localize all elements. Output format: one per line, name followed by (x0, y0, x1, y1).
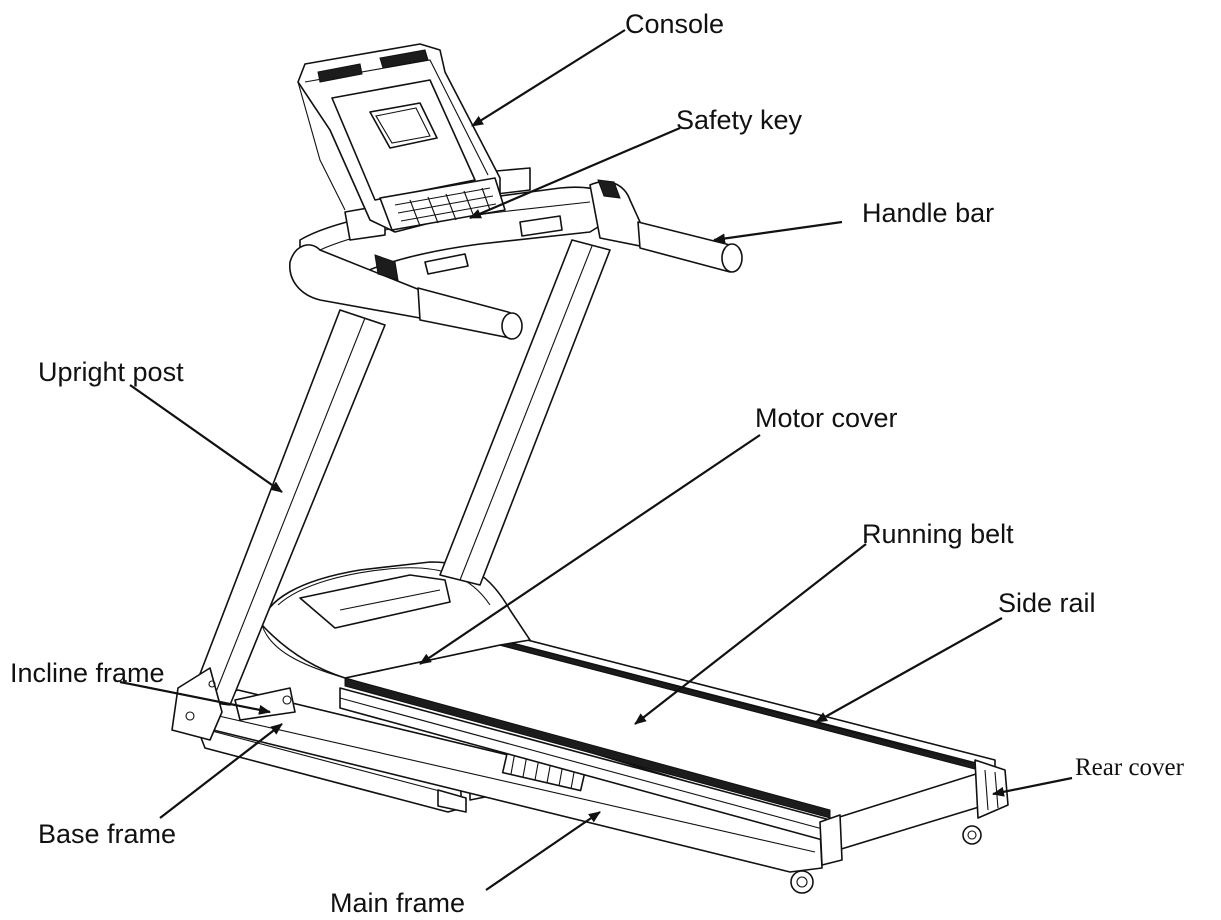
arrow-upright-post (129, 384, 283, 493)
incline-frame-part (171, 667, 296, 741)
console-part (297, 43, 506, 233)
label-rear-cover: Rear cover (1075, 754, 1185, 781)
arrow-running-belt (634, 543, 867, 725)
label-handle-bar: Handle bar (862, 198, 994, 228)
label-running-belt: Running belt (862, 519, 1014, 549)
label-console: Console (625, 9, 724, 39)
label-side-rail: Side rail (998, 588, 1096, 618)
part-labels: Console Safety key Handle bar Upright po… (10, 9, 1185, 918)
label-safety-key: Safety key (676, 105, 803, 135)
arrow-side-rail (815, 617, 1003, 723)
running-deck-part (339, 632, 1009, 866)
label-main-frame: Main frame (330, 888, 465, 918)
arrow-main-frame (485, 811, 601, 891)
arrow-handle-bar (713, 220, 843, 244)
label-upright-post: Upright post (38, 357, 184, 387)
arrow-incline-frame (119, 680, 271, 715)
arrow-base-frame (159, 723, 283, 819)
arrow-motor-cover (419, 434, 761, 665)
arrow-console (471, 29, 626, 127)
label-base-frame: Base frame (38, 819, 176, 849)
label-motor-cover: Motor cover (755, 403, 898, 433)
arrow-rear-cover (992, 776, 1073, 797)
keypad-keys (394, 187, 497, 227)
leader-lines (119, 29, 1073, 891)
label-incline-frame: Incline frame (10, 658, 165, 688)
handle-bar-part (289, 167, 743, 340)
arrow-safety-key (469, 126, 681, 220)
